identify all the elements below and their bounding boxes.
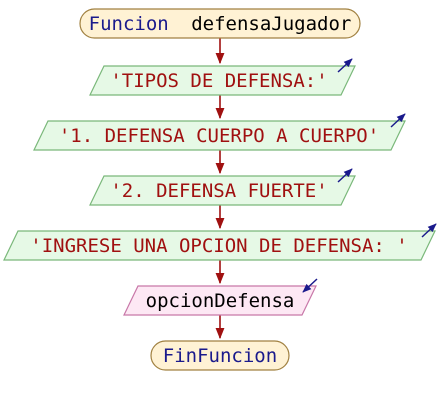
start-terminal[interactable]: Funcion defensaJugador [79, 8, 361, 39]
output-arrow-icon [337, 168, 353, 183]
input-arrow-icon [302, 278, 318, 293]
start-keyword: Funcion [89, 13, 169, 35]
output-arrow-icon [421, 223, 437, 238]
output-node-2[interactable]: '1. DEFENSA CUERPO A CUERPO' [33, 113, 406, 151]
output-node-1[interactable]: 'TIPOS DE DEFENSA:' [89, 58, 356, 96]
svg-text:Funcion defensaJugador: Funcion defensaJugador [89, 13, 352, 35]
output-arrow-icon [390, 113, 406, 128]
output-arrow-icon [337, 58, 353, 73]
function-name: defensaJugador [191, 13, 351, 35]
output-node-3[interactable]: '2. DEFENSA FUERTE' [89, 168, 356, 206]
output-text-2: '1. DEFENSA CUERPO A CUERPO' [59, 125, 379, 147]
end-keyword: FinFuncion [163, 345, 277, 367]
output-node-4[interactable]: 'INGRESE UNA OPCION DE DEFENSA: ' [3, 223, 437, 261]
input-variable: opcionDefensa [146, 290, 295, 312]
end-terminal[interactable]: FinFuncion [150, 340, 290, 371]
output-text-1: 'TIPOS DE DEFENSA:' [110, 70, 327, 92]
input-node[interactable]: opcionDefensa [123, 278, 318, 316]
output-text-3: '2. DEFENSA FUERTE' [110, 180, 327, 202]
output-text-4: 'INGRESE UNA OPCION DE DEFENSA: ' [30, 235, 408, 257]
